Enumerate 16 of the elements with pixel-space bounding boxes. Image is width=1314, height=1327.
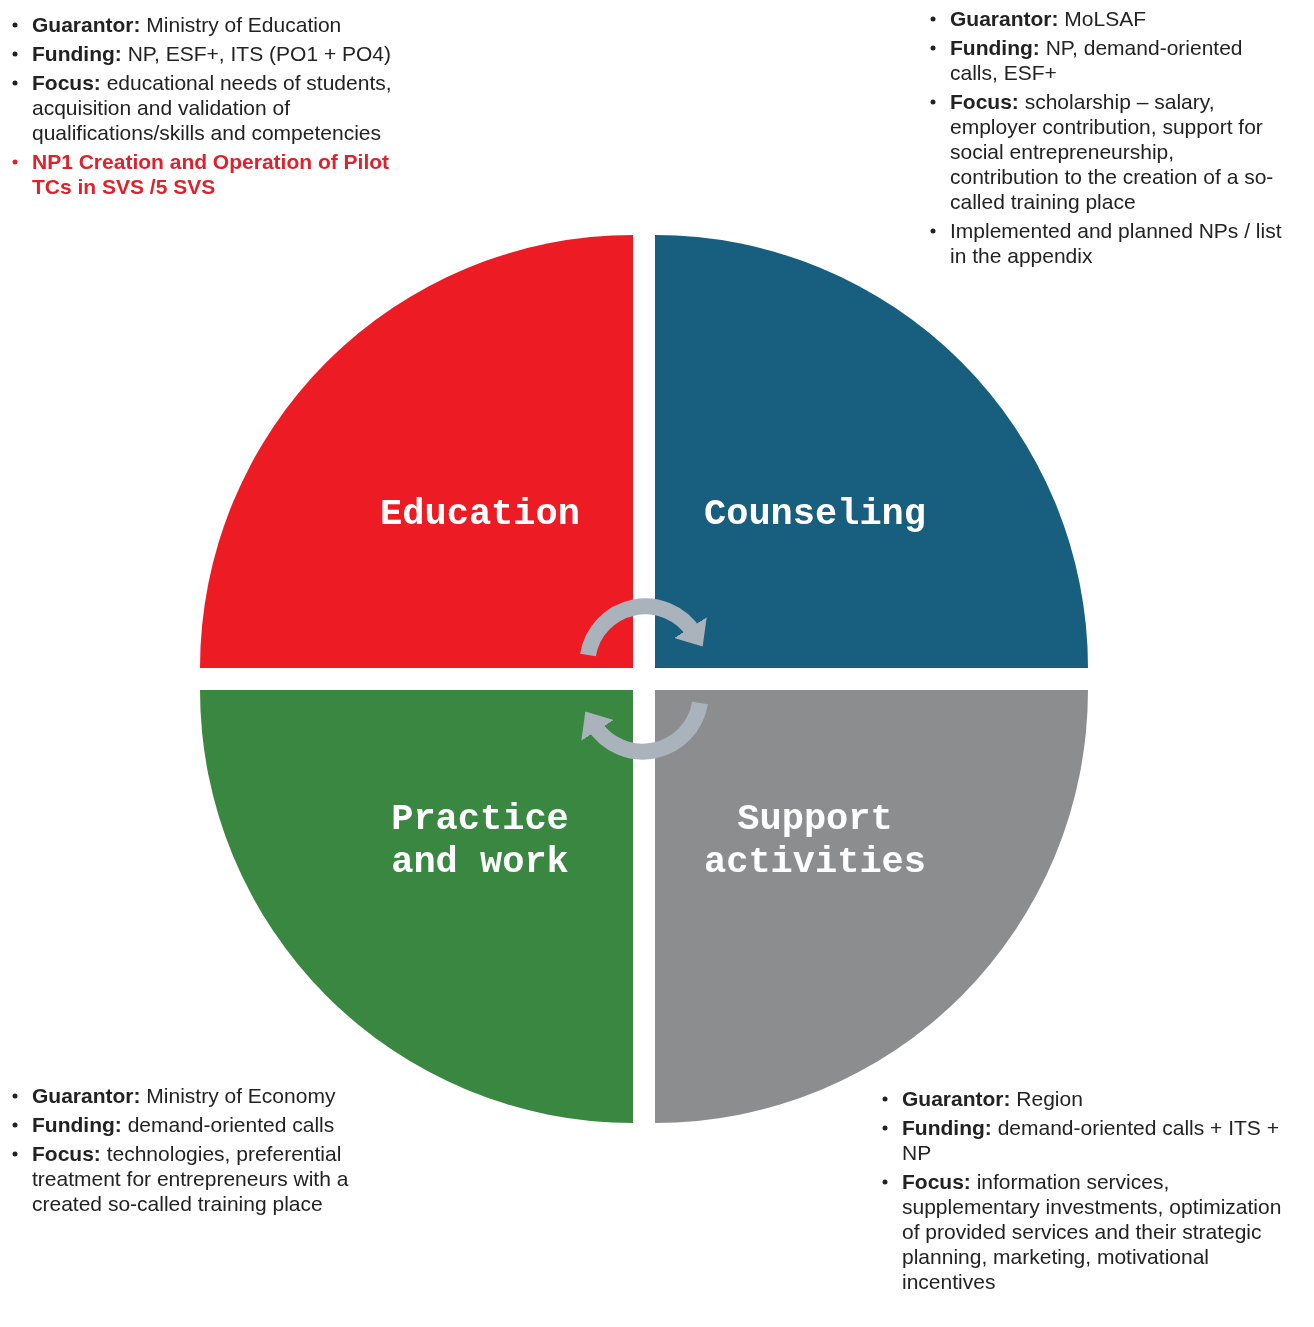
bullet-text: NP1 Creation and Operation of Pilot TCs in SVS /5 SVS: [32, 149, 391, 199]
bullet-text: Focus: technologies, preferential treatment for entrepreneurs with a created so-called training place: [32, 1141, 350, 1216]
bullet-text: Focus: scholarship – salary, employer contribution, support for social entrepreneurship, contribution to the creation of a so-called training place: [950, 89, 1275, 214]
quadrant-title: Practice and work: [390, 798, 570, 884]
bullet-text: Funding: demand-oriented calls: [32, 1112, 336, 1137]
quadrant-title: Education: [379, 493, 581, 536]
bullet-text: Guarantor: Ministry of Economy: [32, 1083, 337, 1108]
bullet-text: Guarantor: Ministry of Education: [32, 12, 343, 37]
bullet-text: Focus: information services, supplementary investments, optimization of provided services and their strategic planning, marketing, motivational incentives: [902, 1169, 1283, 1294]
bullet-text: Guarantor: MoLSAF: [950, 6, 1148, 31]
bullet-text: Focus: educational needs of students, acquisition and validation of qualifications/skills and competencies: [32, 70, 393, 145]
quadrant-title: Support activities: [702, 798, 927, 884]
bullet-text: Guarantor: Region: [902, 1086, 1084, 1111]
bullet-text: Funding: NP, ESF+, ITS (PO1 + PO4): [32, 41, 392, 66]
quadrant-title: Counseling: [702, 493, 927, 536]
bullet-text: Implemented and planned NPs / list in the appendix: [950, 218, 1283, 268]
